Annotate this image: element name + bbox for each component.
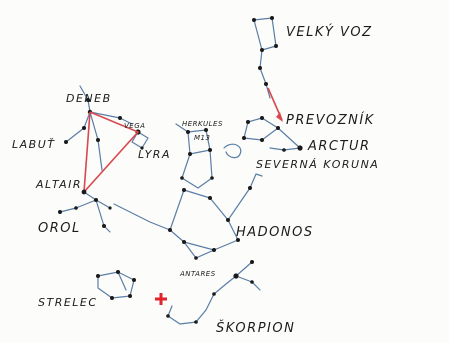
constellation-corona-borealis — [223, 143, 242, 159]
label-skorpion: ŠKORPION — [216, 320, 295, 336]
label-arctur: ARCTUR — [307, 139, 371, 154]
label-severna-koruna: SEVERNÁ KORUNA — [256, 158, 379, 171]
constellation-aquila — [58, 189, 112, 233]
label-vega: VEGA — [124, 122, 145, 130]
constellation-bootes — [242, 116, 303, 152]
red-cross-marker — [155, 293, 167, 305]
summer-triangle — [83, 111, 140, 195]
label-velky-voz: VELKÝ VOZ — [286, 24, 372, 40]
label-antares: ANTARES — [179, 270, 216, 278]
constellation-hercules — [175, 123, 214, 189]
label-altair: ALTAIR — [35, 178, 82, 191]
constellation-big-dipper — [252, 16, 278, 99]
label-prevoznik: PREVOZNÍK — [286, 112, 375, 128]
constellation-lyra — [131, 129, 149, 150]
label-lyra: LYRA — [138, 148, 171, 161]
constellation-scorpius — [166, 260, 261, 325]
arrow-head-icon — [276, 112, 283, 122]
label-herkules: HERKULES — [182, 120, 223, 128]
label-deneb: DENEB — [66, 92, 112, 105]
label-hadonos: HADONOS — [236, 225, 314, 240]
label-strelec: STRELEC — [38, 296, 98, 309]
label-m13: M13 — [194, 134, 210, 142]
constellation-sagittarius — [96, 270, 136, 300]
constellation-ophiuchus — [113, 173, 263, 260]
label-labut: LABUŤ — [12, 138, 55, 151]
label-orol: OROL — [38, 221, 81, 236]
